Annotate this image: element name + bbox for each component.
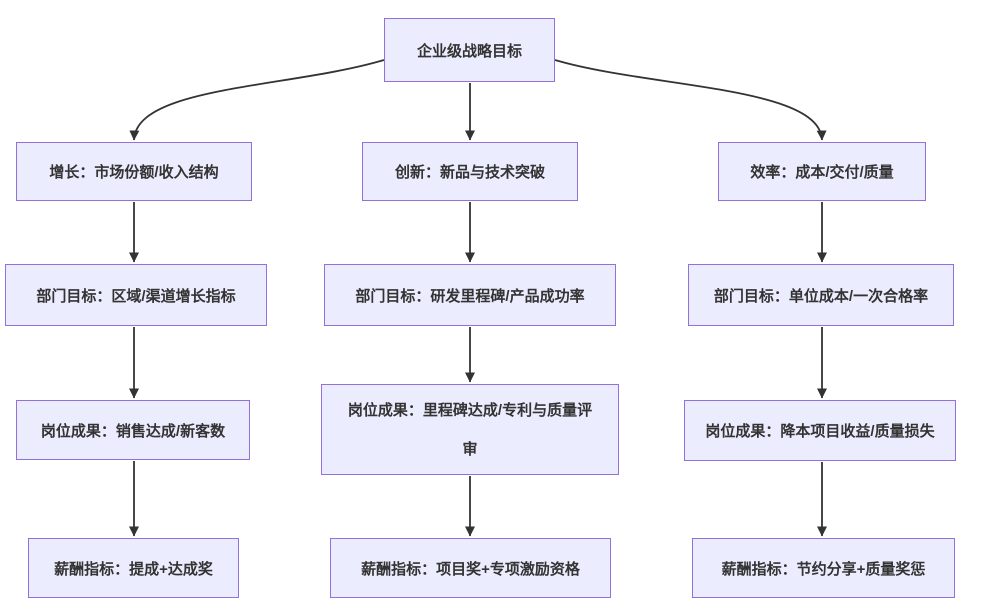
node-innovation-compensation-label: 薪酬指标：项目奖+专项激励资格 <box>361 560 580 578</box>
node-efficiency-department-label: 部门目标：单位成本/一次合格率 <box>713 287 929 305</box>
edge-root-efficiency <box>554 59 827 141</box>
node-root: 企业级战略目标 <box>384 18 555 82</box>
node-efficiency-strategy-label: 效率：成本/交付/质量 <box>750 164 894 181</box>
node-growth-compensation-label: 薪酬指标：提成+达成奖 <box>54 560 213 578</box>
node-innovation-compensation: 薪酬指标：项目奖+专项激励资格 <box>330 538 611 598</box>
node-efficiency-role-label: 岗位成果：降本项目收益/质量损失 <box>705 423 935 440</box>
node-growth-department: 部门目标：区域/渠道增长指标 <box>5 264 267 326</box>
node-innovation-department-label: 部门目标：研发里程碑/产品成功率 <box>355 287 585 305</box>
node-growth-role: 岗位成果：销售达成/新客数 <box>16 400 250 460</box>
node-root-label: 企业级战略目标 <box>416 42 522 60</box>
node-growth-strategy: 增长：市场份额/收入结构 <box>16 142 252 201</box>
node-growth-department-label: 部门目标：区域/渠道增长指标 <box>36 287 236 305</box>
node-efficiency-department: 部门目标：单位成本/一次合格率 <box>688 264 954 326</box>
node-growth-role-label: 岗位成果：销售达成/新客数 <box>40 422 226 440</box>
node-growth-compensation: 薪酬指标：提成+达成奖 <box>28 538 239 598</box>
node-innovation-strategy: 创新：新品与技术突破 <box>362 142 578 201</box>
node-efficiency-compensation: 薪酬指标：节约分享+质量奖惩 <box>692 538 955 598</box>
node-innovation-strategy-label: 创新：新品与技术突破 <box>394 164 545 181</box>
node-efficiency-role: 岗位成果：降本项目收益/质量损失 <box>684 400 956 461</box>
node-innovation-department: 部门目标：研发里程碑/产品成功率 <box>324 264 616 326</box>
node-innovation-role: 岗位成果：里程碑达成/专利与质量评审 <box>321 384 619 475</box>
node-growth-strategy-label: 增长：市场份额/收入结构 <box>49 164 219 181</box>
node-efficiency-strategy: 效率：成本/交付/质量 <box>718 142 926 201</box>
edge-root-growth <box>129 59 385 141</box>
node-innovation-role-label: 岗位成果：里程碑达成/专利与质量评审 <box>347 401 593 458</box>
node-efficiency-compensation-label: 薪酬指标：节约分享+质量奖惩 <box>721 560 926 578</box>
